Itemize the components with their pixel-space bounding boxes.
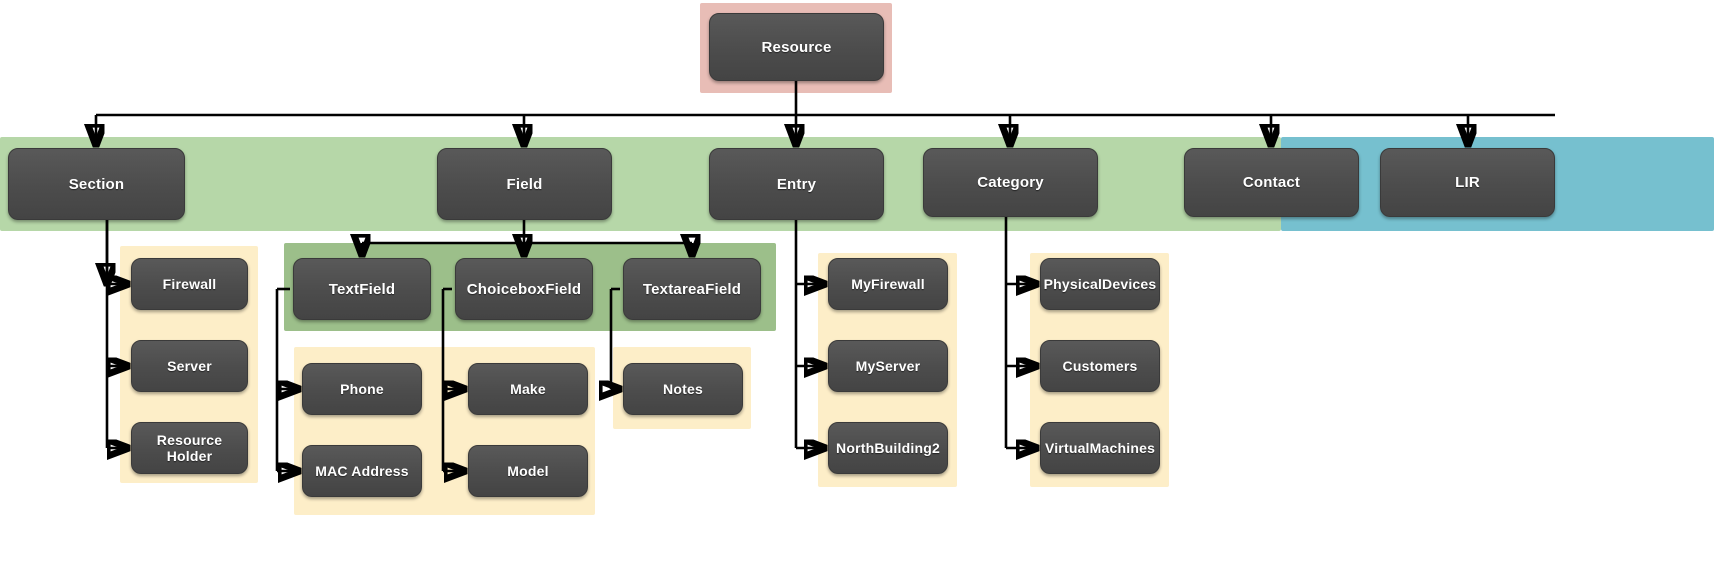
node-category[interactable]: Category xyxy=(923,148,1098,217)
node-field[interactable]: Field xyxy=(437,148,612,220)
node-customers[interactable]: Customers xyxy=(1040,340,1160,392)
node-physicaldevices[interactable]: PhysicalDevices xyxy=(1040,258,1160,310)
node-virtualmachines[interactable]: VirtualMachines xyxy=(1040,422,1160,474)
node-contact[interactable]: Contact xyxy=(1184,148,1359,217)
node-resource-holder[interactable]: Resource Holder xyxy=(131,422,248,474)
node-lir[interactable]: LIR xyxy=(1380,148,1555,217)
node-firewall[interactable]: Firewall xyxy=(131,258,248,310)
node-myfirewall[interactable]: MyFirewall xyxy=(828,258,948,310)
node-phone[interactable]: Phone xyxy=(302,363,422,415)
node-entry[interactable]: Entry xyxy=(709,148,884,220)
node-resource[interactable]: Resource xyxy=(709,13,884,81)
node-textareafield[interactable]: TextareaField xyxy=(623,258,761,320)
node-model[interactable]: Model xyxy=(468,445,588,497)
node-notes[interactable]: Notes xyxy=(623,363,743,415)
node-choiceboxfield[interactable]: ChoiceboxField xyxy=(455,258,593,320)
node-make[interactable]: Make xyxy=(468,363,588,415)
node-section[interactable]: Section xyxy=(8,148,185,220)
node-myserver[interactable]: MyServer xyxy=(828,340,948,392)
node-textfield[interactable]: TextField xyxy=(293,258,431,320)
node-mac-address[interactable]: MAC Address xyxy=(302,445,422,497)
node-server[interactable]: Server xyxy=(131,340,248,392)
node-northbuilding2[interactable]: NorthBuilding2 xyxy=(828,422,948,474)
